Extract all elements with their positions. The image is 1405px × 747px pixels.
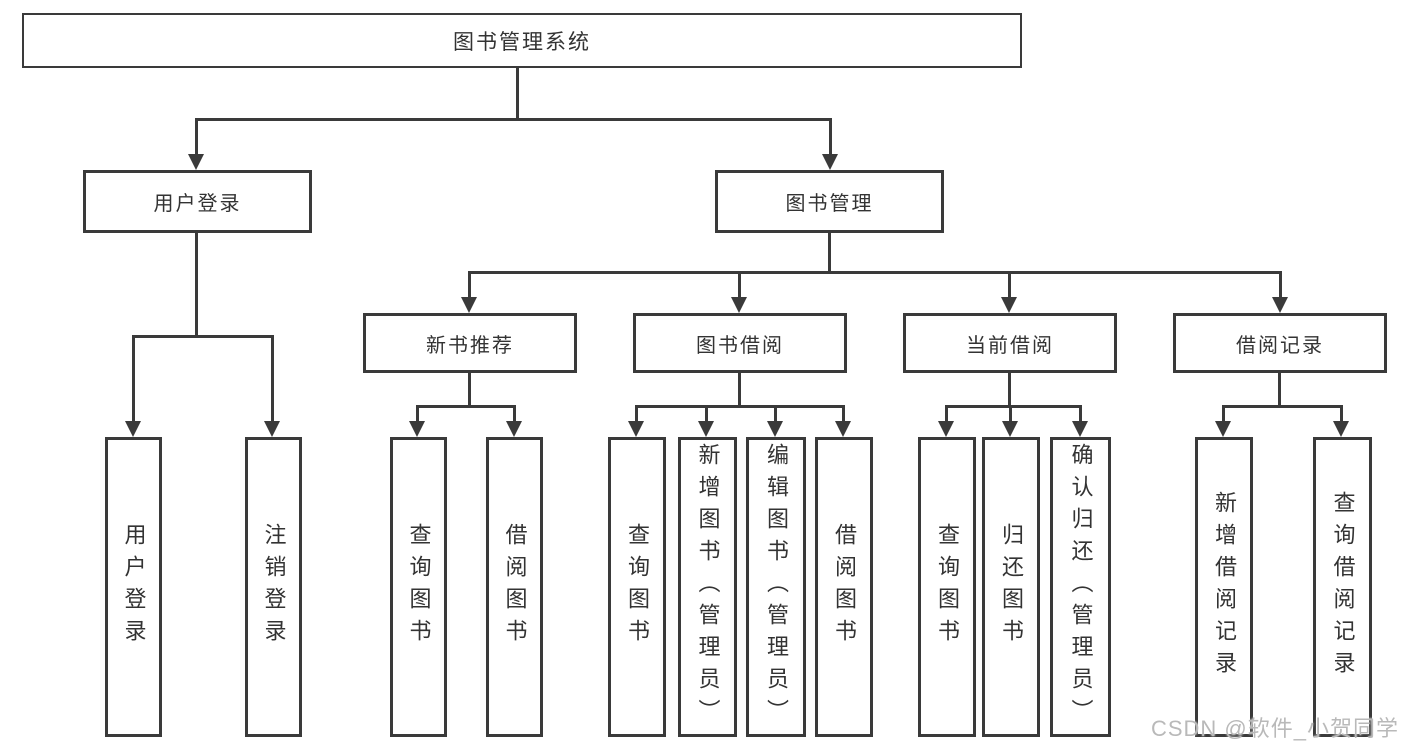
connector-hline xyxy=(945,405,1082,408)
arrow-down-icon xyxy=(461,297,477,313)
arrow-down-icon xyxy=(698,421,714,437)
connector-hline xyxy=(468,271,1282,274)
node-bb-query-books: 查询图书 xyxy=(608,437,666,737)
node-cb-return-books-label: 归还图书 xyxy=(999,523,1024,651)
arrow-down-icon xyxy=(938,421,954,437)
arrow-down-icon xyxy=(264,421,280,437)
connector-stem xyxy=(1279,271,1282,298)
node-bb-query-books-label: 查询图书 xyxy=(625,523,650,651)
connector-stem xyxy=(842,405,845,421)
node-br-query-record-label: 查询借阅记录 xyxy=(1330,491,1356,683)
connector-stem xyxy=(1008,271,1011,298)
node-bb-borrow-books-label: 借阅图书 xyxy=(832,523,857,651)
arrow-down-icon xyxy=(1333,421,1349,437)
node-nbr-borrow-books: 借阅图书 xyxy=(486,437,543,737)
connector-stem xyxy=(195,118,198,156)
arrow-down-icon xyxy=(188,154,204,170)
connector-stem xyxy=(738,271,741,298)
connector-stem xyxy=(468,271,471,298)
connector-stem xyxy=(1009,405,1012,421)
arrow-down-icon xyxy=(409,421,425,437)
node-root-label: 图书管理系统 xyxy=(453,30,591,54)
node-book-management: 图书管理 xyxy=(715,170,944,233)
node-current-borrowing-label: 当前借阅 xyxy=(966,334,1054,357)
arrow-down-icon xyxy=(1272,297,1288,313)
arrow-down-icon xyxy=(1072,421,1088,437)
node-br-query-record: 查询借阅记录 xyxy=(1313,437,1372,737)
csdn-watermark: CSDN @软件_小贺同学 xyxy=(1150,716,1399,741)
node-nbr-query-books-label: 查询图书 xyxy=(406,523,432,651)
arrow-down-icon xyxy=(1215,421,1231,437)
node-borrowing-records-label: 借阅记录 xyxy=(1236,334,1324,357)
node-cb-return-books: 归还图书 xyxy=(982,437,1040,737)
node-new-book-recommend: 新书推荐 xyxy=(363,313,577,373)
node-leaf-logout: 注销登录 xyxy=(245,437,302,737)
node-current-borrowing: 当前借阅 xyxy=(903,313,1117,373)
node-bb-borrow-books: 借阅图书 xyxy=(815,437,873,737)
node-cb-query-books-label: 查询图书 xyxy=(935,523,960,651)
node-book-borrowing-label: 图书借阅 xyxy=(696,334,784,357)
connector-hline xyxy=(195,118,832,121)
node-nbr-query-books: 查询图书 xyxy=(390,437,447,737)
arrow-down-icon xyxy=(628,421,644,437)
node-bb-edit-books-admin-label: 编辑图书（管理员） xyxy=(764,443,789,731)
node-bb-edit-books-admin: 编辑图书（管理员） xyxy=(746,437,806,737)
node-user-login-branch: 用户登录 xyxy=(83,170,312,233)
arrow-down-icon xyxy=(767,421,783,437)
node-borrowing-records: 借阅记录 xyxy=(1173,313,1387,373)
node-cb-query-books: 查询图书 xyxy=(918,437,976,737)
connector-stem xyxy=(513,405,516,421)
node-new-book-recommend-label: 新书推荐 xyxy=(426,334,514,357)
connector-vline xyxy=(738,373,741,405)
node-nbr-borrow-books-label: 借阅图书 xyxy=(502,523,528,651)
connector-stem xyxy=(416,405,419,421)
arrow-down-icon xyxy=(1002,421,1018,437)
connector-stem xyxy=(829,118,832,156)
node-book-borrowing: 图书借阅 xyxy=(633,313,847,373)
connector-stem xyxy=(271,335,274,421)
connector-hline xyxy=(132,335,274,338)
connector-stem xyxy=(705,405,708,421)
node-book-management-label: 图书管理 xyxy=(785,193,874,215)
node-cb-confirm-return-admin-label: 确认归还（管理员） xyxy=(1068,443,1094,731)
connector-stem xyxy=(1222,405,1225,421)
connector-vline xyxy=(828,233,831,271)
arrow-down-icon xyxy=(731,297,747,313)
connector-stem xyxy=(635,405,638,421)
node-bb-add-books-admin: 新增图书（管理员） xyxy=(678,437,737,737)
connector-hline xyxy=(416,405,516,408)
connector-vline xyxy=(1278,373,1281,405)
node-leaf-user-login: 用户登录 xyxy=(105,437,162,737)
connector-hline xyxy=(1222,405,1343,408)
connector-stem xyxy=(132,335,135,421)
connector-vline xyxy=(1008,373,1011,405)
connector-stem xyxy=(774,405,777,421)
connector-stem xyxy=(945,405,948,421)
node-bb-add-books-admin-label: 新增图书（管理员） xyxy=(695,443,721,731)
arrow-down-icon xyxy=(125,421,141,437)
node-cb-confirm-return-admin: 确认归还（管理员） xyxy=(1050,437,1111,737)
connector-stem xyxy=(1340,405,1343,421)
connector-vline xyxy=(195,233,198,335)
arrow-down-icon xyxy=(506,421,522,437)
connector-vline xyxy=(516,68,519,118)
node-br-add-record-label: 新增借阅记录 xyxy=(1212,491,1237,683)
arrow-down-icon xyxy=(835,421,851,437)
arrow-down-icon xyxy=(822,154,838,170)
node-br-add-record: 新增借阅记录 xyxy=(1195,437,1253,737)
connector-hline xyxy=(635,405,845,408)
node-leaf-logout-label: 注销登录 xyxy=(261,523,287,651)
node-root-system: 图书管理系统 xyxy=(22,13,1022,68)
node-leaf-user-login-label: 用户登录 xyxy=(121,523,147,651)
connector-stem xyxy=(1079,405,1082,421)
connector-vline xyxy=(468,373,471,405)
node-user-login-label: 用户登录 xyxy=(153,193,242,215)
arrow-down-icon xyxy=(1001,297,1017,313)
